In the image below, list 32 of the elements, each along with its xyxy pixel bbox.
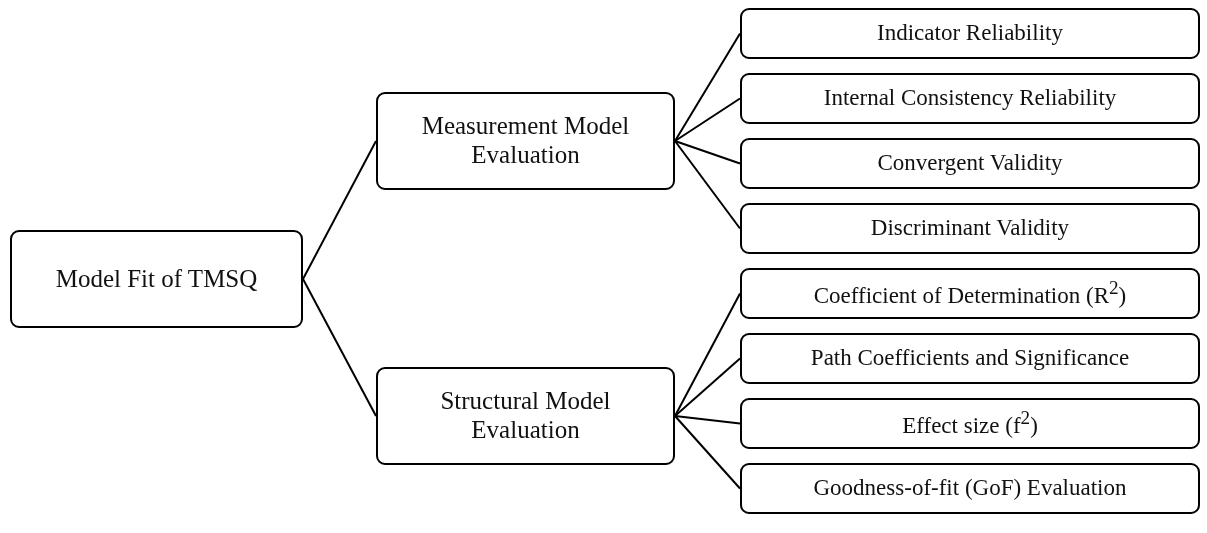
node-label: Structural Model Evaluation (439, 387, 612, 445)
node-label: Goodness-of-fit (GoF) Evaluation (813, 475, 1127, 502)
process-box (10, 230, 303, 328)
connector-line (674, 140, 741, 230)
connector-line (674, 292, 741, 417)
process-box (740, 73, 1200, 124)
node-label: Model Fit of TMSQ (55, 264, 258, 294)
connector-line (674, 357, 741, 417)
connector-line (674, 97, 741, 142)
node-label: Internal Consistency Reliability (823, 85, 1117, 112)
process-box (740, 8, 1200, 59)
process-box (376, 367, 675, 465)
connector-line (674, 140, 741, 165)
node-label: Convergent Validity (877, 150, 1063, 177)
connector-line (302, 278, 377, 417)
process-box (376, 92, 675, 190)
connector-line (674, 415, 741, 490)
process-box (740, 138, 1200, 189)
node-label: Coefficient of Determination (R$^{2}$) (813, 277, 1127, 310)
connector-line (674, 415, 741, 425)
node-label: Measurement Model Evaluation (420, 112, 631, 170)
process-box (740, 463, 1200, 514)
node-label: Indicator Reliability (877, 20, 1063, 47)
node-label: Effect size (f$^{2}$) (902, 407, 1038, 440)
process-box (740, 203, 1200, 254)
node-label: Discriminant Validity (870, 215, 1070, 242)
process-box (740, 268, 1200, 319)
connector-line (302, 140, 377, 280)
process-box (740, 333, 1200, 384)
node-label: Path Coefficients and Significance (810, 345, 1130, 372)
connector-line (674, 32, 741, 142)
process-box (740, 398, 1200, 449)
